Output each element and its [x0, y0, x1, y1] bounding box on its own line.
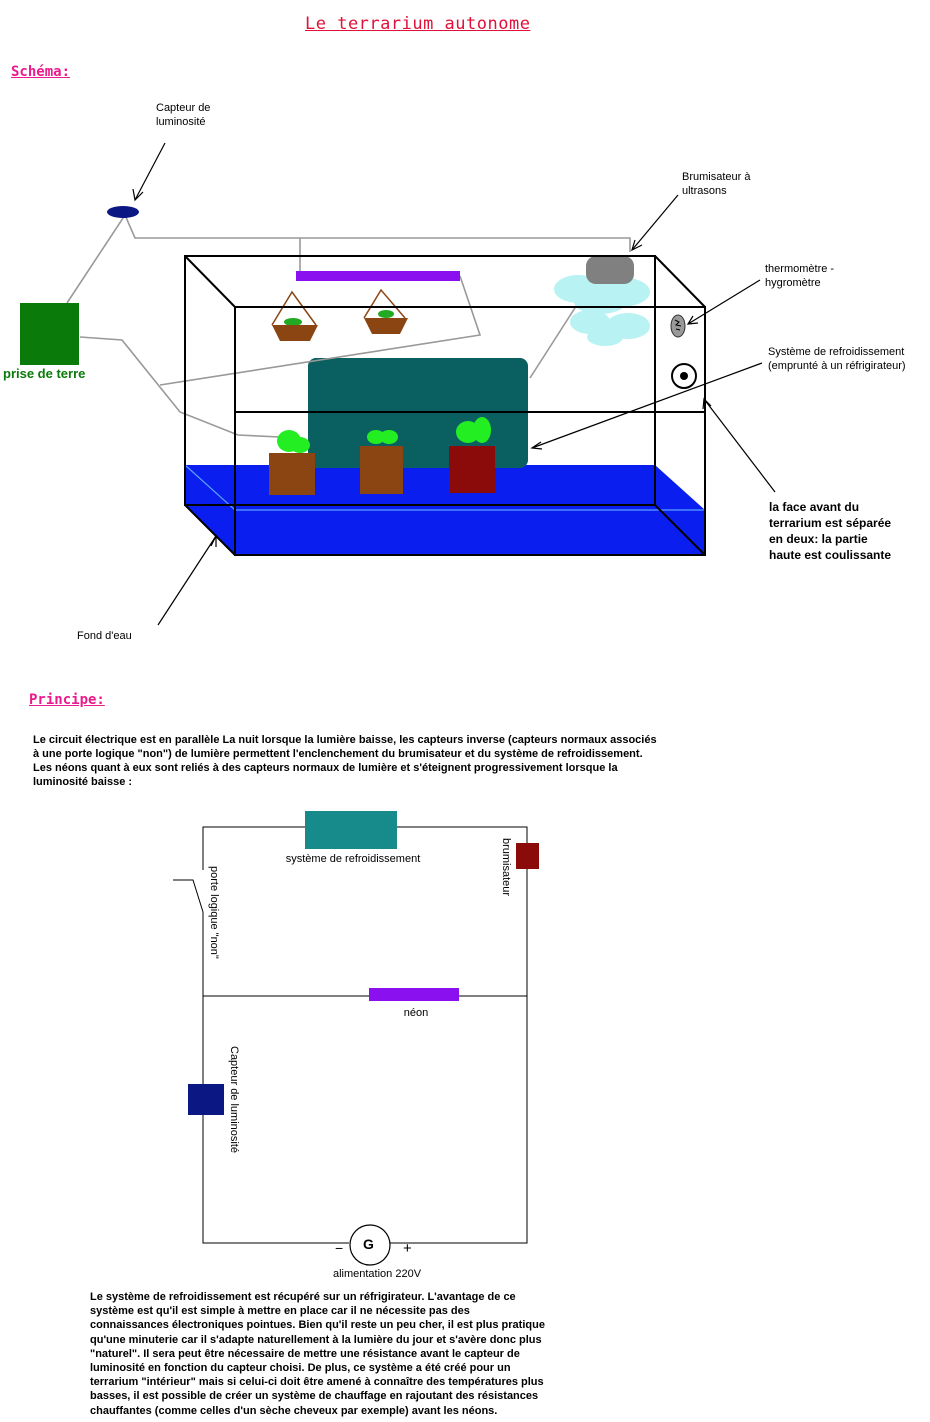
circuit-cooling-block	[305, 811, 397, 849]
potted-plant	[449, 417, 495, 493]
circuit-sensor-block	[188, 1084, 224, 1115]
label-thermo-hygrometer: thermomètre -hygromètre	[765, 263, 835, 289]
circuit-label-mister: brumisateur	[500, 838, 512, 897]
circuit-label-cooling: système de refroidissement	[285, 853, 421, 865]
hanging-basket	[271, 290, 318, 341]
page-title: Le terrarium autonome	[305, 14, 531, 34]
circuit-neon-block	[369, 988, 459, 1001]
power-label: alimentation 220V	[332, 1268, 422, 1280]
circuit-wires	[173, 826, 528, 1244]
generator-label: G	[363, 1236, 374, 1252]
ground-box	[20, 303, 79, 365]
tank-outline	[184, 255, 706, 556]
circuit-label-sensor: Capteur de luminosité	[228, 1046, 240, 1154]
potted-plant	[360, 430, 403, 494]
footer-paragraph: Le système de refroidissement est récupé…	[90, 1291, 545, 1417]
pointer-arrows	[132, 142, 776, 626]
generator-symbol	[349, 1224, 391, 1266]
hanging-basket	[363, 288, 408, 334]
potted-plant	[269, 430, 315, 495]
hygrometer-icon	[670, 314, 686, 338]
plus-sign: +	[403, 1240, 412, 1257]
label-ground: prise de terre	[3, 366, 86, 381]
circuit-label-neon: néon	[403, 1007, 429, 1019]
neon-bar	[296, 271, 460, 281]
principe-paragraph: Le circuit électrique est en parallèle L…	[33, 734, 657, 788]
terrarium-diagram	[20, 142, 776, 626]
circuit-label-not-gate: porte logique "non"	[208, 866, 220, 959]
section-heading-schema: Schéma:	[11, 64, 71, 80]
minus-sign: −	[335, 1240, 344, 1256]
label-water-bottom: Fond d'eau	[77, 630, 132, 642]
label-cooling-system: Système de refroidissement(emprunté à un…	[768, 346, 906, 372]
circuit-mister-block	[516, 843, 539, 869]
mister-device	[586, 256, 634, 284]
wires	[66, 213, 631, 438]
light-sensor	[107, 206, 139, 218]
section-heading-principe: Principe:	[29, 692, 105, 708]
